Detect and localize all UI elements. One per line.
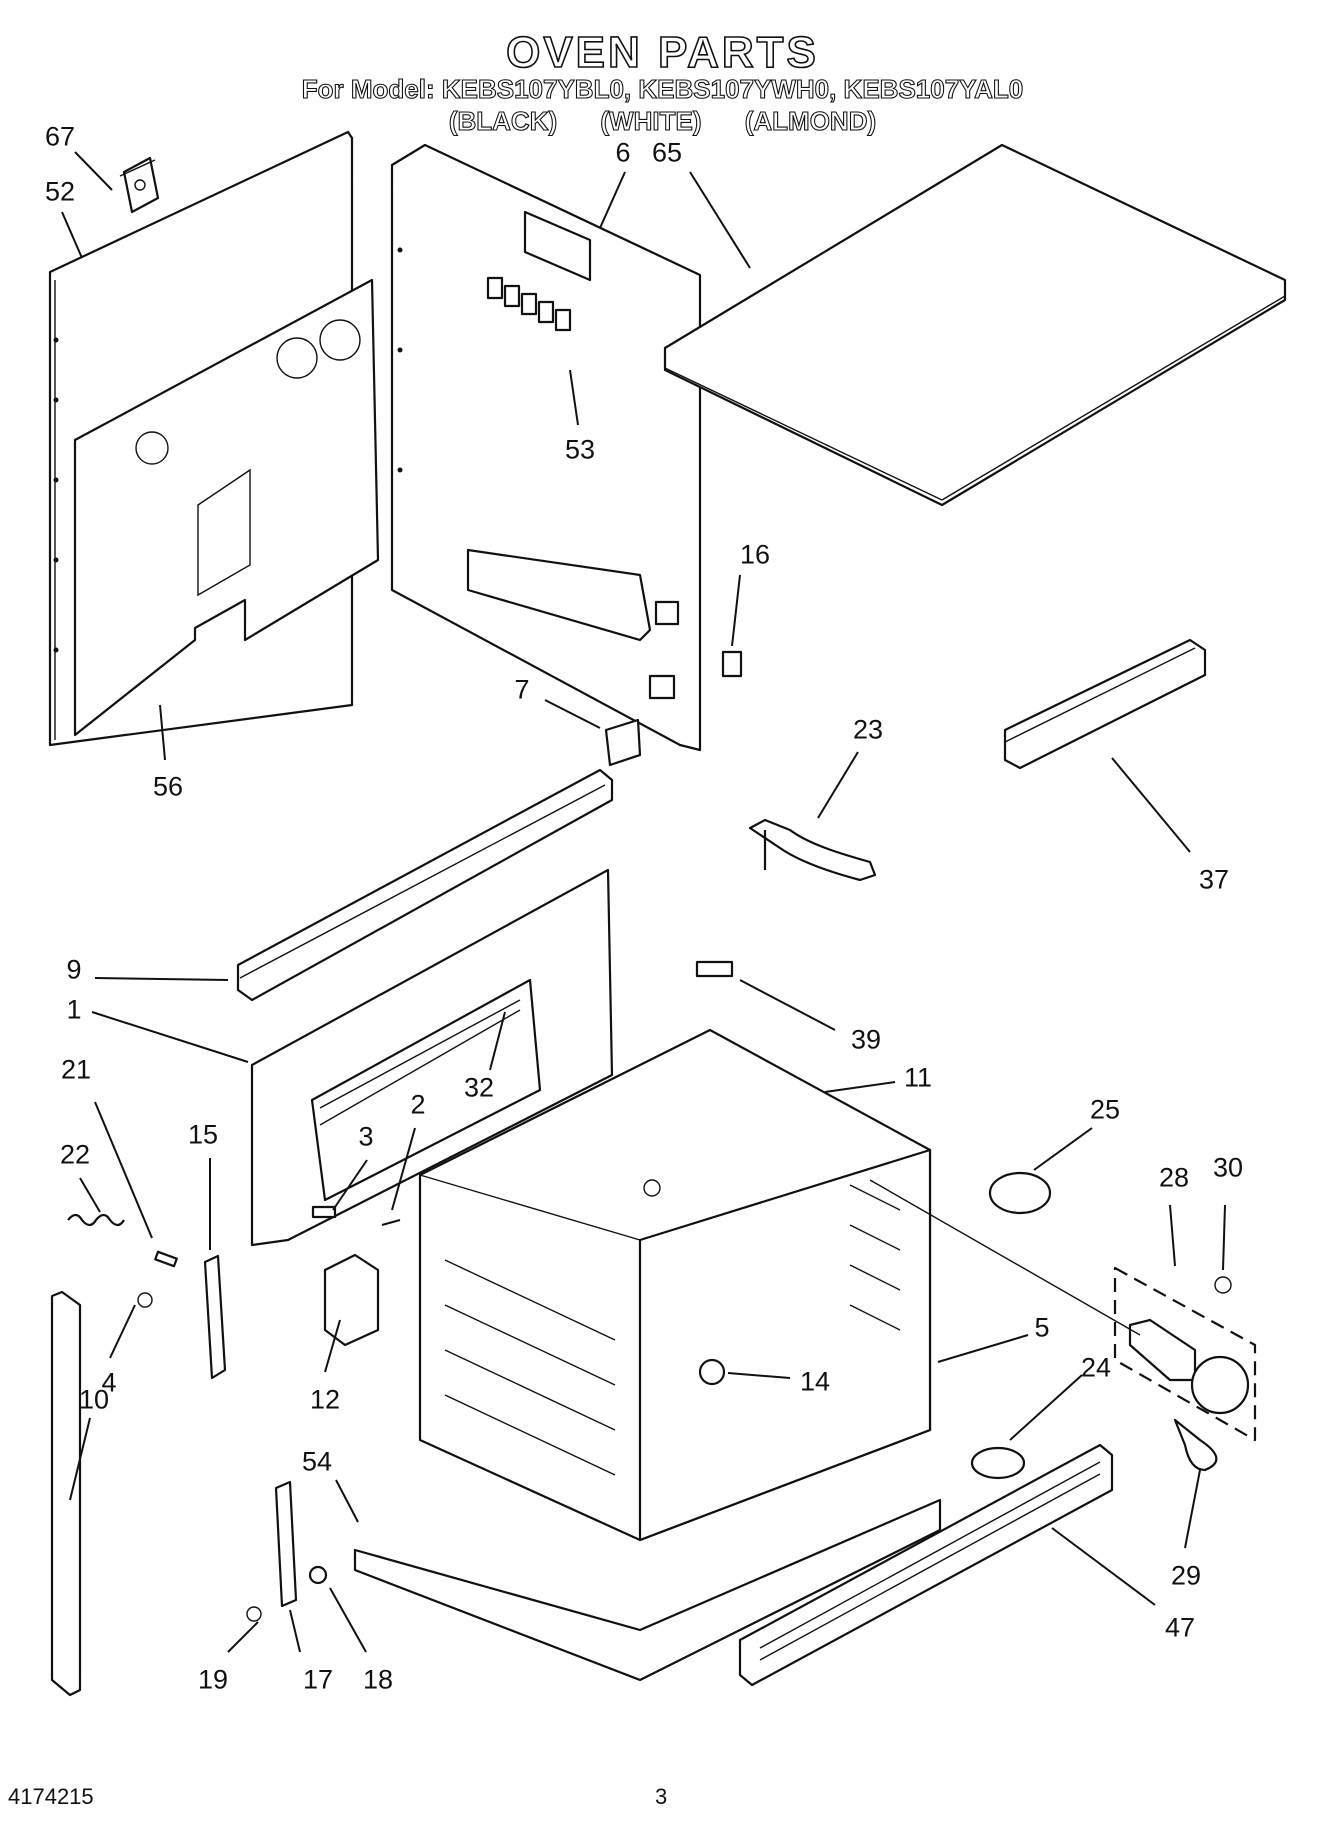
callout-28: 28 <box>1158 1162 1190 1193</box>
callout-2: 2 <box>410 1089 426 1120</box>
part-18-screw <box>308 1565 328 1585</box>
callout-12: 12 <box>309 1384 341 1415</box>
callout-3: 3 <box>358 1121 374 1152</box>
part-5-wire <box>869 1179 1141 1336</box>
callout-54: 54 <box>301 1446 333 1477</box>
callout-5: 5 <box>1034 1312 1050 1343</box>
part-9-trim <box>236 768 614 1002</box>
document-number: 4174215 <box>8 1784 94 1809</box>
part-21-pin <box>154 1250 178 1268</box>
callout-39: 39 <box>850 1024 882 1055</box>
callout-37: 37 <box>1198 864 1230 895</box>
part-25-cap <box>988 1171 1052 1215</box>
callout-25: 25 <box>1089 1094 1121 1125</box>
callout-15: 15 <box>187 1119 219 1150</box>
callout-47: 47 <box>1164 1612 1196 1643</box>
callout-29: 29 <box>1170 1560 1202 1591</box>
part-39-sensor <box>695 960 734 978</box>
color-almond: (ALMOND) <box>744 105 877 136</box>
callout-18: 18 <box>362 1664 394 1695</box>
callout-65: 65 <box>651 137 683 168</box>
part-67-bracket <box>119 156 160 214</box>
part-6-control-panel <box>390 143 702 752</box>
callout-7: 7 <box>514 674 530 705</box>
part-47-grille <box>738 1443 1114 1687</box>
part-1-front-frame <box>250 868 614 1247</box>
part-2-pin <box>381 1218 401 1227</box>
part-28-knob-assembly <box>1113 1266 1257 1442</box>
callout-10: 10 <box>78 1384 110 1415</box>
callout-32: 32 <box>463 1072 495 1103</box>
part-11-oven-liner <box>418 1028 932 1542</box>
part-37-rail <box>1003 638 1207 770</box>
part-23-bracket <box>748 818 877 882</box>
callout-4: 4 <box>101 1367 117 1398</box>
part-12-bracket <box>323 1253 380 1347</box>
part-15-hinge <box>203 1254 227 1380</box>
page-number: 3 <box>655 1784 668 1809</box>
callout-21: 21 <box>60 1054 92 1085</box>
part-19-washer <box>246 1606 262 1622</box>
callout-14: 14 <box>799 1366 831 1397</box>
color-variants: (BLACK) (WHITE) (ALMOND) <box>0 105 1325 137</box>
callout-6: 6 <box>615 137 631 168</box>
callout-56: 56 <box>152 771 184 802</box>
color-black: (BLACK) <box>448 105 558 136</box>
callout-23: 23 <box>852 714 884 745</box>
part-16-clip <box>721 650 743 678</box>
part-10-side-trim <box>50 1290 82 1697</box>
callout-17: 17 <box>302 1664 334 1695</box>
callout-67: 67 <box>44 121 76 152</box>
part-7-terminal <box>604 718 642 767</box>
model-list: For Model: KEBS107YBL0, KEBS107YWH0, KEB… <box>301 73 1024 104</box>
part-22-spring <box>67 1213 125 1227</box>
part-3-bushing <box>311 1205 337 1219</box>
part-54-bottom-pan <box>353 1498 942 1682</box>
callout-52: 52 <box>44 176 76 207</box>
part-24-grommet <box>970 1446 1026 1480</box>
callout-19: 19 <box>197 1664 229 1695</box>
part-32-seal <box>319 1009 521 1126</box>
page-title: OVEN PARTS <box>505 27 819 78</box>
part-17-hinge <box>274 1480 298 1608</box>
color-white: (WHITE) <box>600 105 702 136</box>
callout-16: 16 <box>739 539 771 570</box>
part-30-ring <box>1214 1276 1232 1294</box>
part-56-insulation <box>73 278 380 737</box>
callout-9: 9 <box>66 954 82 985</box>
callout-53: 53 <box>564 434 596 465</box>
leader-lines <box>61 151 1226 1653</box>
callout-1: 1 <box>66 994 82 1025</box>
callout-22: 22 <box>59 1139 91 1170</box>
part-4-washer <box>137 1292 153 1308</box>
part-29-knob <box>1173 1418 1218 1472</box>
callout-11: 11 <box>903 1062 933 1093</box>
part-65-top-panel <box>663 143 1287 507</box>
callout-24: 24 <box>1080 1352 1112 1383</box>
callout-30: 30 <box>1212 1152 1244 1183</box>
